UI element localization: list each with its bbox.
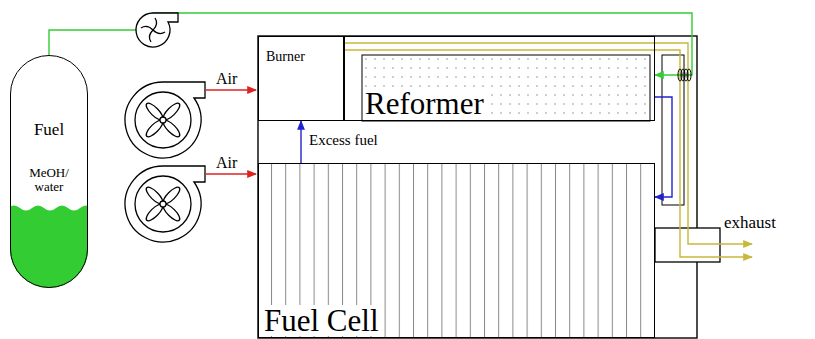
fuel-line xyxy=(49,13,692,75)
node-title: Burner xyxy=(266,49,305,65)
housing-frame xyxy=(258,36,697,338)
edge-label: Excess fuel xyxy=(309,132,378,149)
text-slot: Fuel xyxy=(11,120,87,140)
text-slot: MeOH/ water xyxy=(11,166,87,195)
reformer-box: Reformer xyxy=(344,36,655,121)
burner-box: Burner xyxy=(258,36,344,121)
tank-label: MeOH/ water xyxy=(23,166,75,195)
node-title: Reformer xyxy=(363,88,486,119)
label-slot: Air xyxy=(216,154,237,172)
air-arrow xyxy=(206,89,256,90)
part-label: Air xyxy=(216,70,237,88)
exhaust-line xyxy=(344,43,752,244)
gas-line xyxy=(300,121,301,163)
gas-line xyxy=(655,97,672,197)
air-arrow xyxy=(206,173,256,174)
text-slot: Burner xyxy=(266,47,305,65)
pump-symbol xyxy=(136,13,178,47)
tank-label: Fuel xyxy=(34,120,64,140)
label-slot: exhaust xyxy=(724,214,776,233)
fuel-tank: FuelMeOH/ water xyxy=(10,55,88,288)
node-title: Fuel Cell xyxy=(262,305,381,336)
heater-coil xyxy=(678,69,691,81)
catalyst-bed xyxy=(362,55,650,121)
text-slot: Fuel Cell xyxy=(262,305,381,336)
blower-symbol xyxy=(125,82,205,158)
text-slot: Reformer xyxy=(363,88,486,119)
fuel-cell-box: Fuel Cell xyxy=(258,163,655,338)
part-label: Air xyxy=(216,154,237,172)
edge-label-slot: Excess fuel xyxy=(309,132,378,149)
fuel-liquid xyxy=(10,206,88,289)
part-label: exhaust xyxy=(724,214,776,233)
blower-symbol xyxy=(125,166,205,242)
exhaust-line xyxy=(344,50,752,257)
label-slot: Air xyxy=(216,70,237,88)
